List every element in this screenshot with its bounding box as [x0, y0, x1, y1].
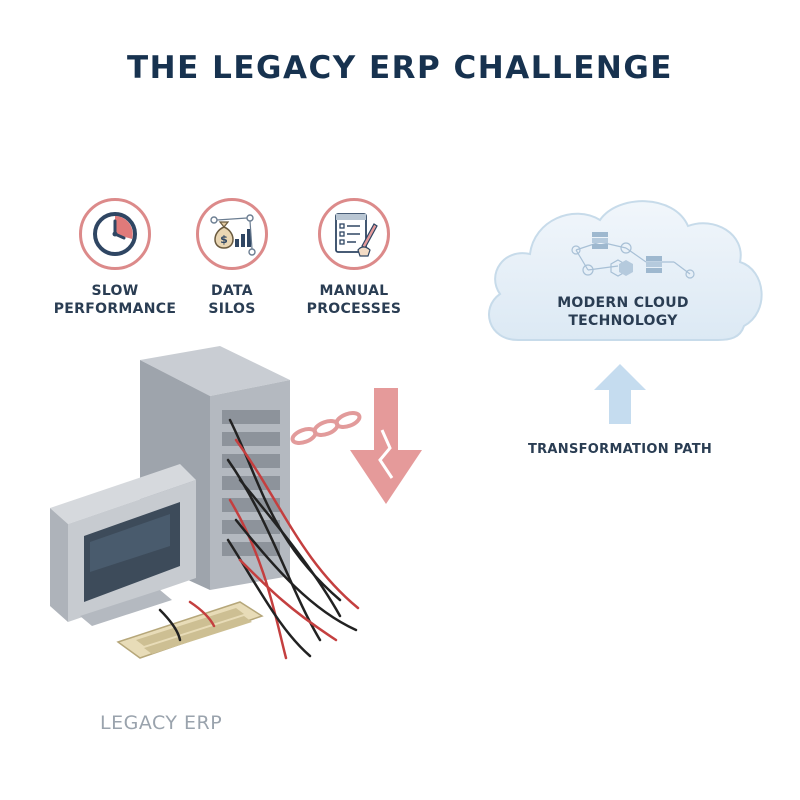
tangled-cables: [158, 418, 360, 660]
clock-icon: [79, 198, 151, 270]
page-title: THE LEGACY ERP CHALLENGE: [127, 50, 673, 86]
problem-slow-performance: SLOW PERFORMANCE: [40, 198, 190, 318]
svg-text:$: $: [220, 233, 228, 246]
arrow-up-icon: [594, 364, 646, 424]
transformation-path-label: TRANSFORMATION PATH: [527, 442, 713, 457]
crt-monitor-icon: [50, 464, 196, 626]
keyboard-icon: [116, 601, 264, 659]
problem-label: SLOW PERFORMANCE: [53, 283, 177, 317]
checklist-pen-icon: [318, 198, 390, 270]
legacy-erp-illustration: [50, 346, 422, 660]
arrow-down-icon: [350, 388, 422, 504]
problem-label: DATA SILOS: [208, 283, 256, 317]
legacy-erp-label: LEGACY ERP: [100, 712, 223, 734]
broken-chain-icon: [290, 411, 362, 445]
cloud-label: MODERN CLOUD TECHNOLOGY: [557, 295, 689, 329]
problem-label: MANUAL PROCESSES: [306, 283, 402, 317]
problem-manual-processes: MANUAL PROCESSES: [279, 198, 429, 318]
money-bag-chart-icon: $: [196, 198, 268, 270]
problem-data-silos: $ DATA SILOS: [157, 198, 307, 318]
cloud-icon: [488, 200, 763, 341]
